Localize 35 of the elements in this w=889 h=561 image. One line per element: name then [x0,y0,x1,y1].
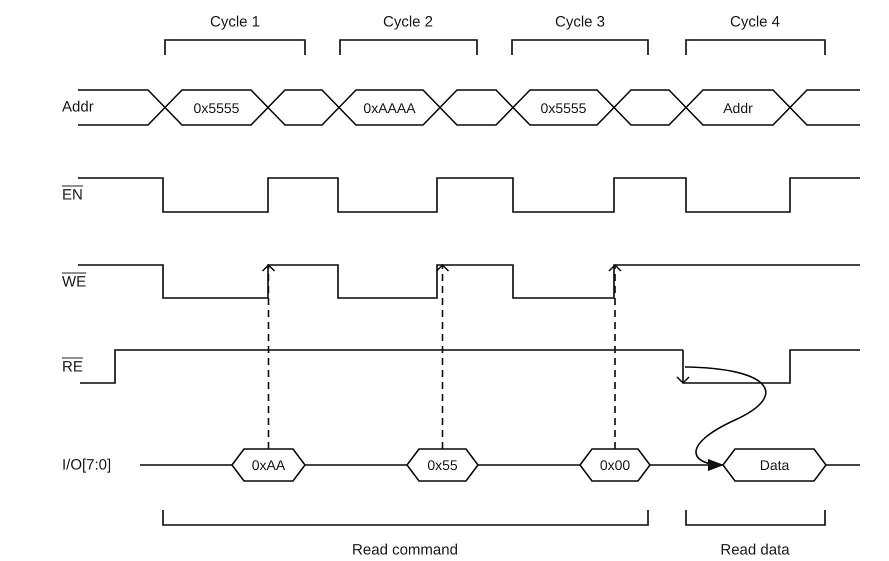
dashed-arrow [608,264,622,449]
bus-value-hexagon [723,449,826,481]
cycle-label: Cycle 1 [210,14,260,30]
cycle-label: Cycle 2 [382,14,434,30]
bus-value-hexagon [686,90,790,125]
dashed-arrow [262,264,276,449]
bus-line [305,464,407,466]
bus-value: 0x5555 [540,100,588,116]
signal-label: EN [62,186,83,204]
signal-label: I/O[7:0] [62,456,112,474]
falling-edge-arrow [676,350,690,384]
bus-value: 0x55 [426,457,459,473]
bus-value-hexagon [339,90,440,125]
bus-value-hexagon [232,449,305,481]
group-label: Read data [720,542,790,558]
bus-value: Data [758,457,790,473]
signal-label: WE [62,274,86,290]
bus-value: 0xAA [250,457,286,473]
bus-value: Addr [722,100,754,116]
curved-arrow [684,366,766,470]
dashed-arrow [436,264,450,449]
bus-value-hexagon [165,90,268,125]
bus-value-hexagon [580,449,650,481]
bus-value: 0x00 [598,457,632,473]
bus-value-hexagon [407,449,478,481]
bus-line [478,464,580,466]
cycle-label: Cycle 4 [730,14,780,30]
bus-value: 0x5555 [192,100,240,116]
group-label: Read command [352,542,458,558]
bus-line [650,464,723,466]
bus-value-hexagon [513,90,614,125]
bus-value: 0xAAAA [362,100,417,116]
signal-label: Addr [62,98,94,116]
cycle-label: Cycle 3 [554,14,606,30]
signal-label: RE [62,358,83,376]
